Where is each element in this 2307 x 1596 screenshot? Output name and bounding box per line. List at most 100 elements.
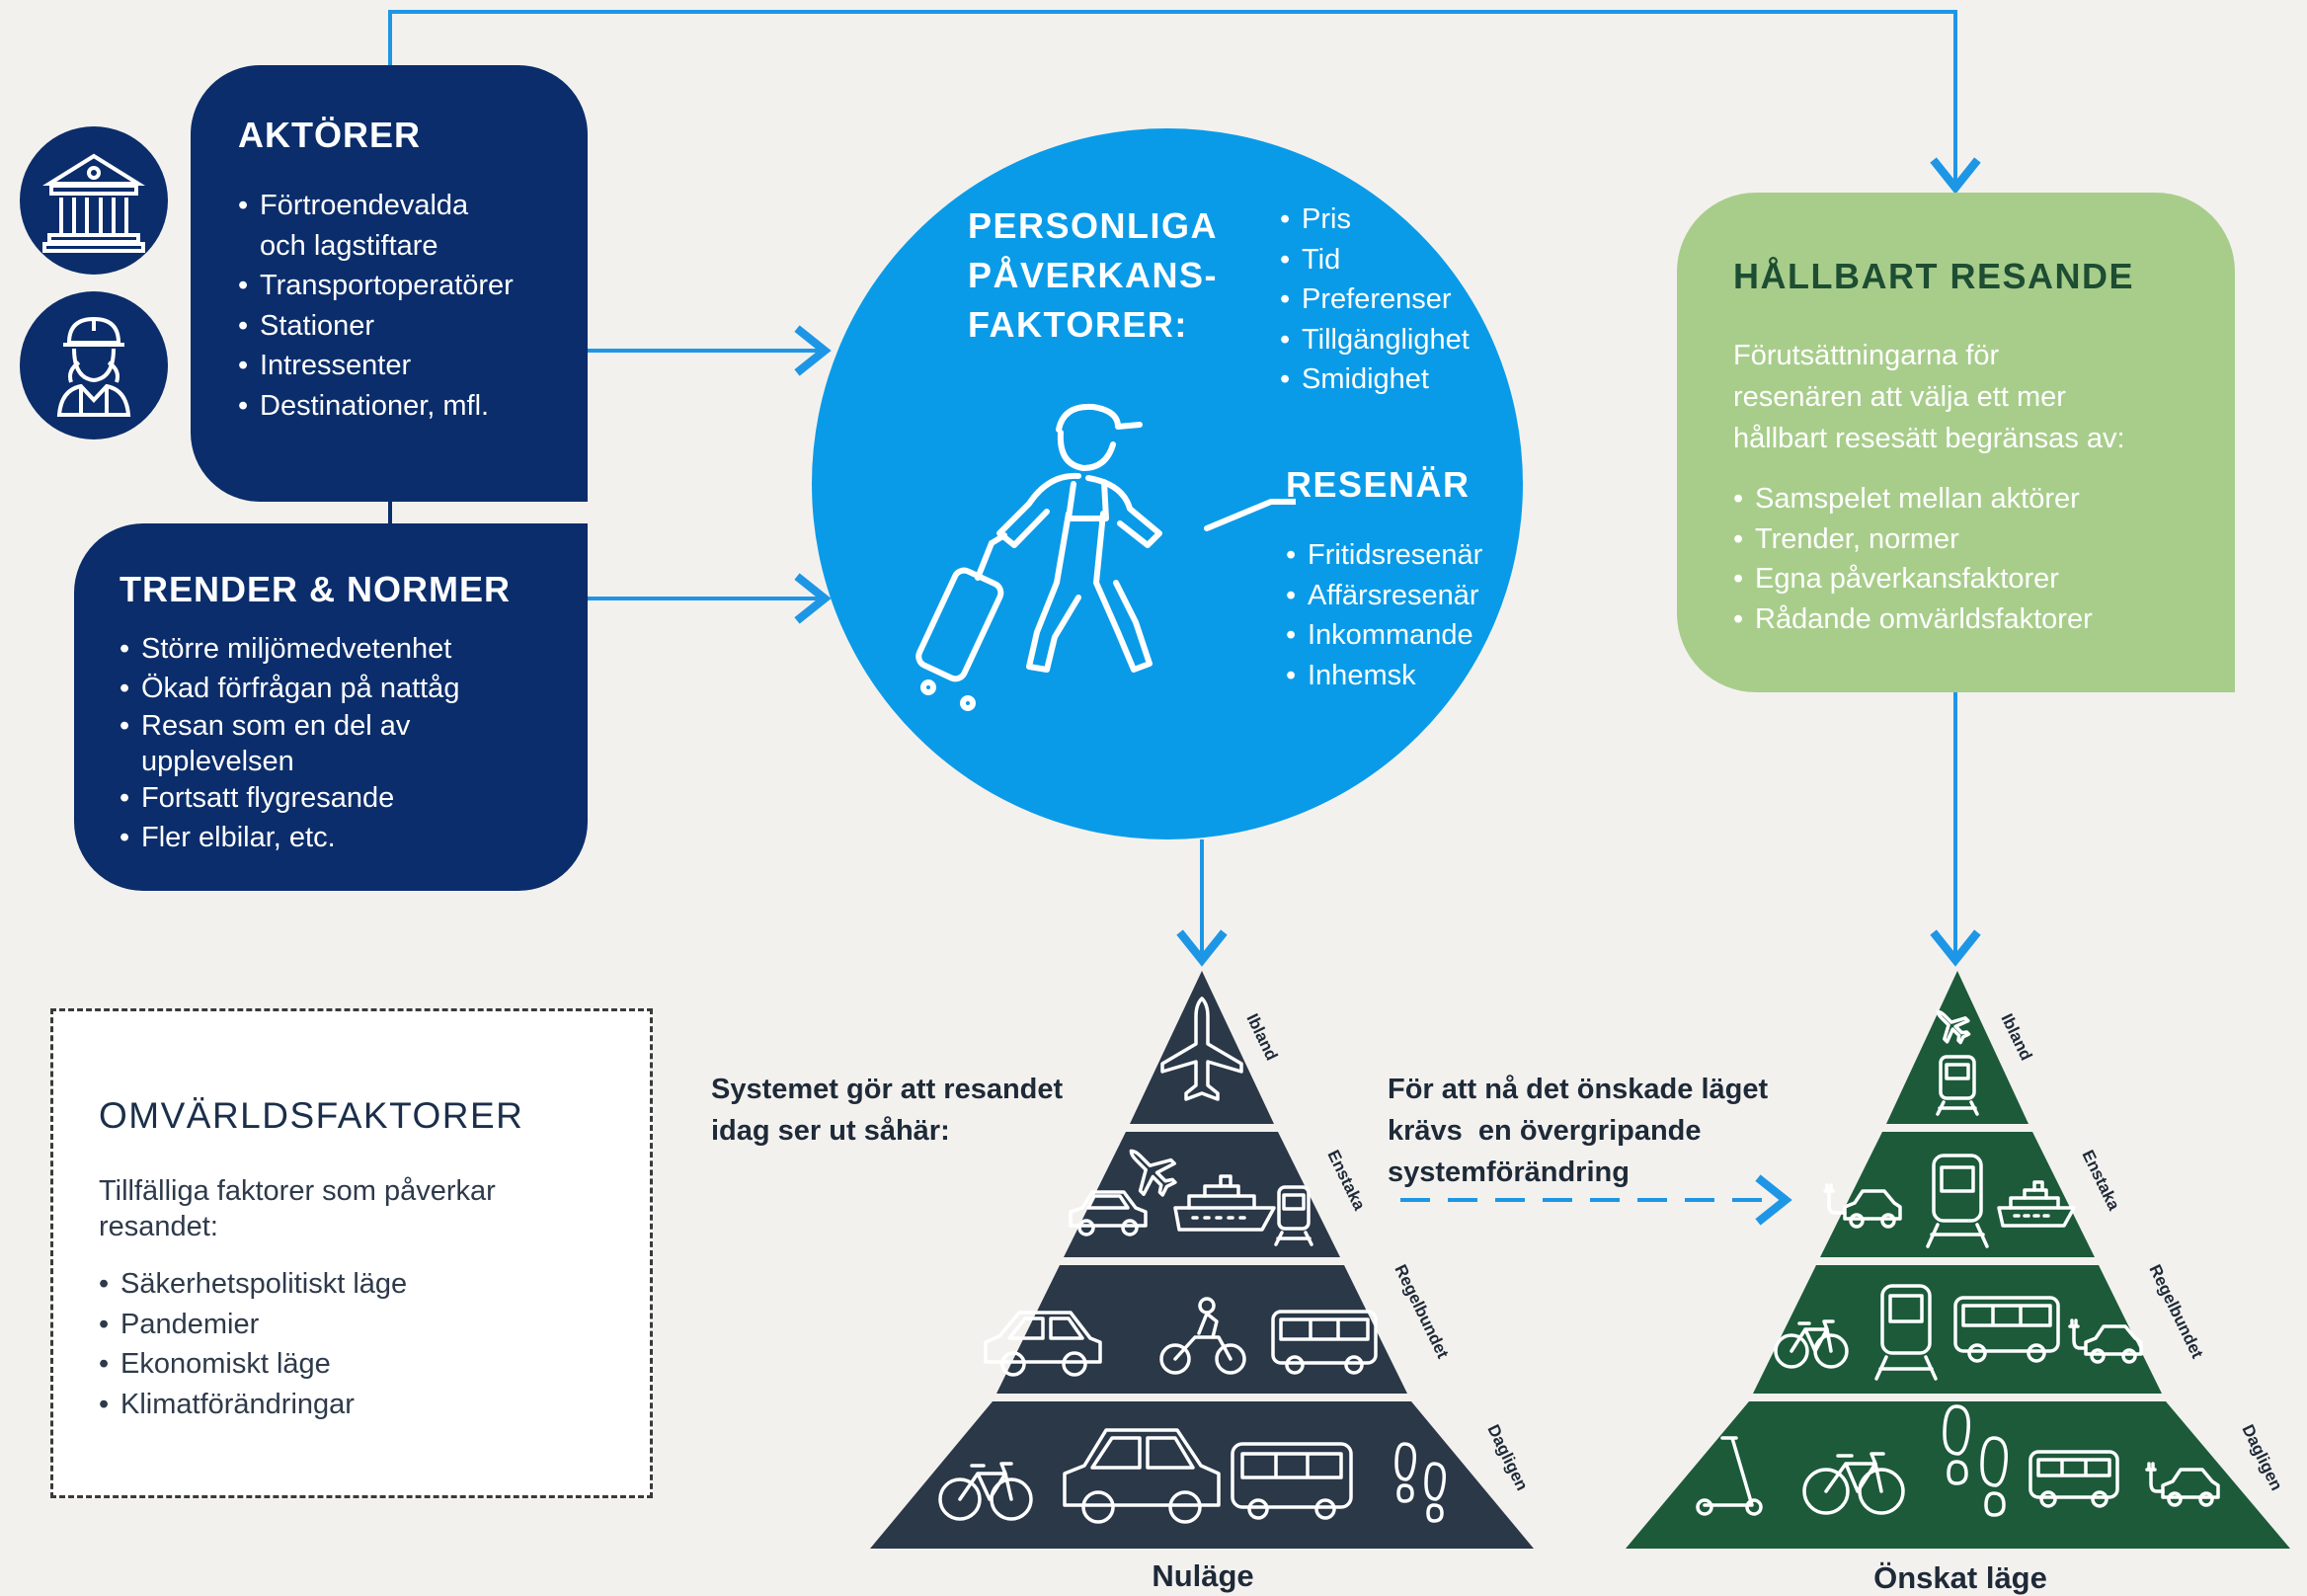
list-item: Preferenser	[1280, 279, 1470, 320]
worker-icon	[56, 316, 131, 417]
onskat-caption-line: krävs en övergripande	[1388, 1115, 1702, 1147]
nulage-label: Nuläge	[1152, 1558, 1254, 1593]
aktorer-icon-bottom	[20, 291, 168, 439]
level-label-regelbundet: Regelbundet	[2145, 1261, 2206, 1361]
hallbart-description-line: Förutsättningarna för	[1733, 340, 2000, 371]
bus-icon	[1231, 1442, 1353, 1520]
level-label-enstaka: Enstaka	[1323, 1147, 1369, 1213]
bus-icon	[2029, 1450, 2119, 1508]
bicycle-icon	[1802, 1452, 1905, 1515]
list-item: Smidighet	[1280, 359, 1470, 400]
nulage-caption-line: Systemet gör att resandet	[711, 1074, 1064, 1105]
personal-factors-circle: PERSONLIGA PÅVERKANS- FAKTORER: Pris Tid…	[812, 128, 1523, 839]
omvarld-description-line: Tillfälliga faktorer som påverkar	[99, 1175, 496, 1207]
trender-title: TRENDER & NORMER	[119, 569, 512, 609]
list-item: Affärsresenär	[1286, 576, 1482, 616]
omvarldsfaktorer-box: OMVÄRLDSFAKTORER Tillfälliga faktorer so…	[50, 1008, 653, 1498]
bus-icon	[1271, 1310, 1378, 1375]
list-item: Transportoperatörer	[238, 266, 574, 306]
traveler-with-suitcase-icon	[915, 403, 1296, 711]
car-icon	[1069, 1190, 1148, 1237]
footsteps-icon	[1394, 1442, 1447, 1523]
personal-title-line: PÅVERKANS-	[968, 255, 1219, 295]
list-item: Stationer	[238, 306, 574, 347]
list-item: Pris	[1280, 200, 1470, 240]
onskat-caption-line: systemförändring	[1388, 1157, 1630, 1188]
list-item: Större miljömedvetenhet	[119, 630, 574, 670]
personal-title-line: PERSONLIGA	[968, 205, 1219, 246]
list-item-continuation: och lagstiftare	[260, 229, 438, 262]
pyramid-tier-ibland	[1886, 971, 2029, 1124]
hallbart-list: Samspelet mellan aktörer Trender, normer…	[1733, 479, 2093, 639]
personal-factors-list: Pris Tid Preferenser Tillgänglighet Smid…	[1280, 200, 1470, 400]
nulage-caption: Systemet gör att resandet idag ser ut så…	[711, 1069, 1063, 1152]
pyramid-tier-dagligen	[1626, 1401, 2290, 1549]
list-item: Inkommande	[1286, 615, 1482, 656]
list-item: Fler elbilar, etc.	[119, 819, 574, 858]
airplane-icon	[1936, 1009, 1971, 1045]
level-label-regelbundet: Regelbundet	[1391, 1261, 1452, 1361]
connector-top-line	[388, 10, 1981, 195]
level-label-enstaka: Enstaka	[2078, 1147, 2123, 1213]
resenar-title: RESENÄR	[1286, 464, 1471, 505]
bus-icon	[1953, 1296, 2060, 1363]
train-icon	[1926, 1154, 1989, 1248]
resenar-list: Fritidsresenär Affärsresenär Inkommande …	[1286, 535, 1482, 695]
train-icon	[1936, 1055, 1979, 1116]
level-label-dagligen: Dagligen	[1483, 1421, 1532, 1493]
list-item-continuation: upplevelsen	[141, 746, 294, 777]
omvarld-description-line: resandet:	[99, 1211, 218, 1242]
car-icon	[1063, 1428, 1221, 1524]
list-item: Tid	[1280, 240, 1470, 280]
list-item: Egna påverkansfaktorer	[1733, 559, 2093, 599]
level-label-ibland: Ibland	[1997, 1010, 2035, 1063]
list-item: Fortsatt flygresande	[119, 779, 574, 819]
kick-scooter-icon	[1696, 1436, 1763, 1516]
list-item: Trender, normer	[1733, 519, 2093, 560]
hallbart-resande-box: HÅLLBART RESANDE Förutsättningarna för r…	[1677, 193, 2235, 692]
list-item: Rådande omvärldsfaktorer	[1733, 599, 2093, 640]
airplane-icon	[1129, 1149, 1177, 1197]
level-label-ibland: Ibland	[1242, 1010, 1281, 1063]
pyramid-tier-dagligen	[870, 1401, 1534, 1549]
ferry-icon	[1173, 1174, 1276, 1232]
train-icon	[1274, 1185, 1313, 1246]
ferry-icon	[1997, 1180, 2076, 1228]
nulage-caption-line: idag ser ut såhär:	[711, 1115, 950, 1147]
aktorer-title: AKTÖRER	[238, 115, 421, 155]
hallbart-description: Förutsättningarna för resenären att välj…	[1733, 335, 2125, 459]
onskat-caption-line: För att nå det önskade läget	[1388, 1074, 1769, 1105]
list-item: Säkerhetspolitiskt läge	[99, 1264, 407, 1305]
airplane-icon	[1160, 997, 1243, 1101]
list-item: Fritidsresenär	[1286, 535, 1482, 576]
train-icon	[1874, 1284, 1938, 1381]
aktorer-list: Förtroendevalda och lagstiftare Transpor…	[238, 186, 574, 426]
onskat-caption: För att nå det önskade läget krävs en öv…	[1388, 1069, 1768, 1193]
omvarld-description: Tillfälliga faktorer som påverkar resand…	[99, 1173, 496, 1244]
omvarld-list: Säkerhetspolitiskt läge Pandemier Ekonom…	[99, 1264, 407, 1424]
level-label-dagligen: Dagligen	[2238, 1421, 2286, 1493]
trender-box: TRENDER & NORMER Större miljömedvetenhet…	[74, 523, 588, 891]
pyramid-onskat: Ibland Enstaka Regelbundet Dagligen	[1626, 971, 2290, 1549]
hallbart-title: HÅLLBART RESANDE	[1733, 256, 2134, 296]
list-item: Förtroendevalda	[238, 186, 574, 226]
list-item: Destinationer, mfl.	[238, 386, 574, 427]
list-item: Resan som en del av	[119, 708, 574, 744]
hallbart-description-line: hållbart resesätt begränsas av:	[1733, 423, 2125, 454]
bicycle-icon	[1774, 1319, 1849, 1369]
list-item: Samspelet mellan aktörer	[1733, 479, 2093, 519]
list-item: Tillgänglighet	[1280, 320, 1470, 360]
motorcycle-icon	[1159, 1297, 1246, 1375]
aktorer-icon-top	[20, 126, 168, 275]
government-building-icon	[42, 153, 145, 253]
footsteps-icon	[1943, 1404, 2008, 1517]
list-item: Pandemier	[99, 1305, 407, 1345]
omvarld-title: OMVÄRLDSFAKTORER	[99, 1095, 524, 1136]
list-item: Ekonomiskt läge	[99, 1344, 407, 1385]
pyramid-tier-ibland	[1130, 971, 1274, 1124]
personal-title: PERSONLIGA PÅVERKANS- FAKTORER:	[968, 201, 1218, 350]
onskat-label: Önskat läge	[1873, 1560, 2047, 1595]
electric-car-icon	[2145, 1462, 2220, 1507]
hallbart-description-line: resenären att välja ett mer	[1733, 381, 2066, 413]
